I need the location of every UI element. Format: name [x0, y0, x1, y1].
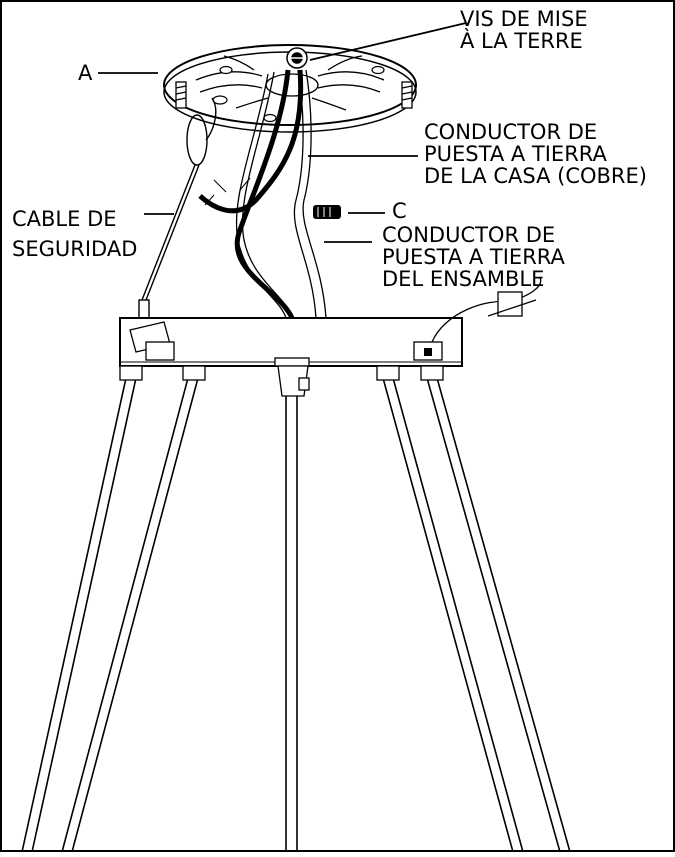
black-supply-wire	[198, 69, 304, 320]
wire-strip-marks	[204, 177, 251, 206]
ground-screw-label: VIS DE MISE À LA TERRE	[460, 8, 588, 52]
rod-nuts	[119, 365, 444, 381]
safety-cable-label: CABLE DE SEGURIDAD	[12, 204, 137, 264]
assembly-ground-label-line-2: PUESTA A TIERRA	[382, 245, 565, 269]
assembly-ground-label-line-3: DEL ENSAMBLE	[382, 267, 545, 291]
leader-lines	[98, 22, 467, 243]
house-ground-wire	[293, 69, 327, 319]
house-ground-label-line-2: PUESTA A TIERRA	[424, 142, 607, 166]
house-ground-label-line-3: DE LA CASA (COBRE)	[424, 164, 647, 188]
house-ground-label: CONDUCTOR DE PUESTA A TIERRA DE LA CASA …	[424, 121, 647, 187]
ground-screw	[286, 47, 308, 69]
suspension-rods	[21, 377, 571, 853]
assembly-ground-label-line-1: CONDUCTOR DE	[382, 223, 556, 247]
safety-cable-label-line-2: SEGURIDAD	[12, 237, 138, 261]
assembly-ground-label: CONDUCTOR DE PUESTA A TIERRA DEL ENSAMBL…	[382, 224, 565, 290]
center-socket	[277, 365, 310, 397]
canopy-plate	[163, 44, 417, 133]
safety-cable-drawing	[138, 97, 217, 327]
assembly-ground-wire	[431, 277, 542, 343]
ground-screw-label-line-2: À LA TERRE	[460, 29, 583, 53]
mounting-screws	[175, 81, 413, 109]
cross-bar	[119, 317, 463, 367]
white-supply-wire	[235, 71, 293, 319]
ground-screw-label-line-1: VIS DE MISE	[460, 7, 588, 31]
wire-nut	[313, 205, 341, 219]
safety-cable-label-line-1: CABLE DE	[12, 207, 117, 231]
house-ground-label-line-1: CONDUCTOR DE	[424, 120, 598, 144]
canopy-label-a: A	[78, 61, 93, 85]
wire-nut-label-c: C	[392, 199, 407, 223]
